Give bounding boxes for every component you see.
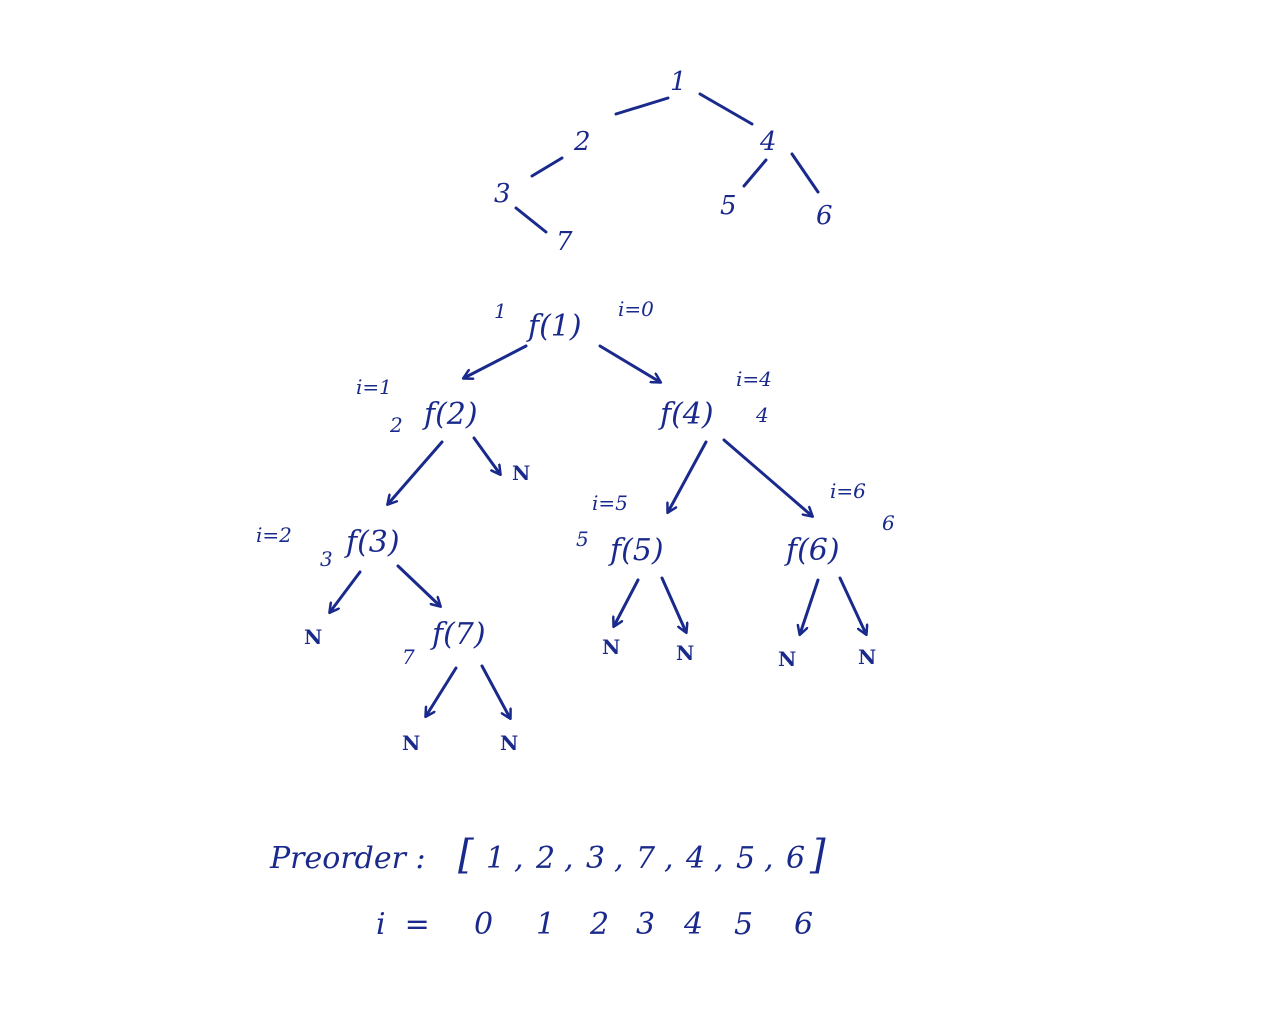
- tree-node-7: 7: [556, 227, 573, 257]
- call-f4: f(4): [658, 397, 714, 432]
- tree-edge-2-3: [530, 156, 564, 178]
- preorder-value: 3: [586, 841, 605, 876]
- null-leaf: N: [602, 635, 620, 659]
- tree-edge-3-7: [514, 206, 548, 234]
- index-value: 0: [474, 907, 493, 942]
- preorder-value: 6: [786, 841, 805, 876]
- call-arrow-f3-f7: [396, 564, 440, 606]
- value-label-f7: 7: [402, 645, 415, 669]
- preorder-open-bracket: [: [458, 832, 474, 878]
- call-arrow-f5-null-left: [614, 578, 640, 626]
- call-f5: f(5): [608, 533, 664, 568]
- call-f6: f(6): [784, 533, 840, 568]
- null-leaf: N: [500, 731, 518, 755]
- index-value: 5: [734, 907, 753, 942]
- call-arrow-f5-null-right: [660, 576, 686, 632]
- tree-edge-1-2: [614, 96, 670, 116]
- recursion-tree: 1 f(1) i=0 i=1 2 f(2) i=4 f(4) 4 i=2 3 f…: [256, 297, 895, 755]
- value-label-f5: 5: [576, 527, 589, 551]
- tree-edge-1-4: [698, 92, 754, 126]
- preorder-value: 4: [685, 841, 705, 876]
- preorder-value: 2: [535, 841, 555, 876]
- call-arrow-f2-null: [472, 436, 500, 474]
- call-arrow-f1-f4: [598, 344, 660, 382]
- call-arrow-f2-f3: [388, 440, 444, 504]
- tree-edge-4-5: [742, 158, 768, 188]
- preorder-result: Preorder : [ 1 , 2 , 3 , 7 , 4 , 5 , 6 ]…: [269, 832, 826, 942]
- index-value: 6: [794, 907, 813, 942]
- call-arrow-f7-null-left: [426, 666, 458, 716]
- tree-node-2: 2: [573, 127, 591, 157]
- tree-node-4: 4: [759, 127, 777, 157]
- call-arrow-f1-f2: [464, 344, 528, 378]
- binary-tree: 1 2 4 3 5 6 7: [494, 67, 833, 257]
- tree-node-6: 6: [816, 201, 833, 231]
- value-label-f1: 1: [494, 299, 507, 323]
- index-value: 4: [683, 907, 703, 942]
- index-label-f5: i=5: [592, 491, 628, 515]
- value-label-f3: 3: [320, 547, 333, 571]
- index-value: 3: [636, 907, 655, 942]
- index-label-f3: i=2: [256, 523, 292, 547]
- preorder-close-bracket: ]: [809, 832, 826, 878]
- call-arrow-f4-f5: [668, 440, 708, 512]
- call-f7: f(7): [430, 617, 486, 652]
- preorder-comma: ,: [614, 841, 624, 876]
- call-f1: f(1): [526, 309, 582, 344]
- call-f2: f(2): [422, 397, 478, 432]
- tree-node-1: 1: [670, 67, 687, 97]
- preorder-comma: ,: [714, 841, 724, 876]
- preorder-value: 5: [736, 841, 755, 876]
- null-leaf: N: [858, 645, 876, 669]
- preorder-value: 7: [636, 841, 656, 876]
- null-leaf: N: [676, 641, 694, 665]
- index-label-f4: i=4: [736, 367, 772, 391]
- call-f3: f(3): [344, 525, 400, 560]
- tree-node-3: 3: [494, 179, 511, 209]
- preorder-label: Preorder :: [269, 841, 426, 876]
- value-label-f6: 6: [882, 511, 895, 535]
- value-label-f4: 4: [755, 403, 769, 427]
- null-leaf: N: [304, 625, 322, 649]
- preorder-comma: ,: [514, 841, 524, 876]
- preorder-value: 1: [486, 841, 505, 876]
- index-row-label: i =: [376, 907, 430, 942]
- tree-edge-4-6: [790, 152, 820, 194]
- index-label-f1: i=0: [618, 297, 654, 321]
- index-value: 2: [589, 907, 609, 942]
- call-arrow-f4-f6: [722, 438, 812, 516]
- call-arrow-f6-null-right: [838, 576, 866, 634]
- call-arrow-f6-null-left: [800, 578, 820, 634]
- preorder-comma: ,: [664, 841, 674, 876]
- value-label-f2: 2: [389, 413, 403, 437]
- call-arrow-f7-null-right: [480, 664, 510, 718]
- index-value: 1: [536, 907, 555, 942]
- call-arrow-f3-null: [330, 570, 362, 612]
- null-leaf: N: [778, 647, 796, 671]
- tree-node-5: 5: [720, 191, 737, 221]
- preorder-comma: ,: [764, 841, 774, 876]
- index-label-f6: i=6: [830, 479, 866, 503]
- index-label-f2: i=1: [356, 375, 392, 399]
- null-leaf: N: [402, 731, 420, 755]
- preorder-comma: ,: [564, 841, 574, 876]
- null-leaf: N: [512, 461, 530, 485]
